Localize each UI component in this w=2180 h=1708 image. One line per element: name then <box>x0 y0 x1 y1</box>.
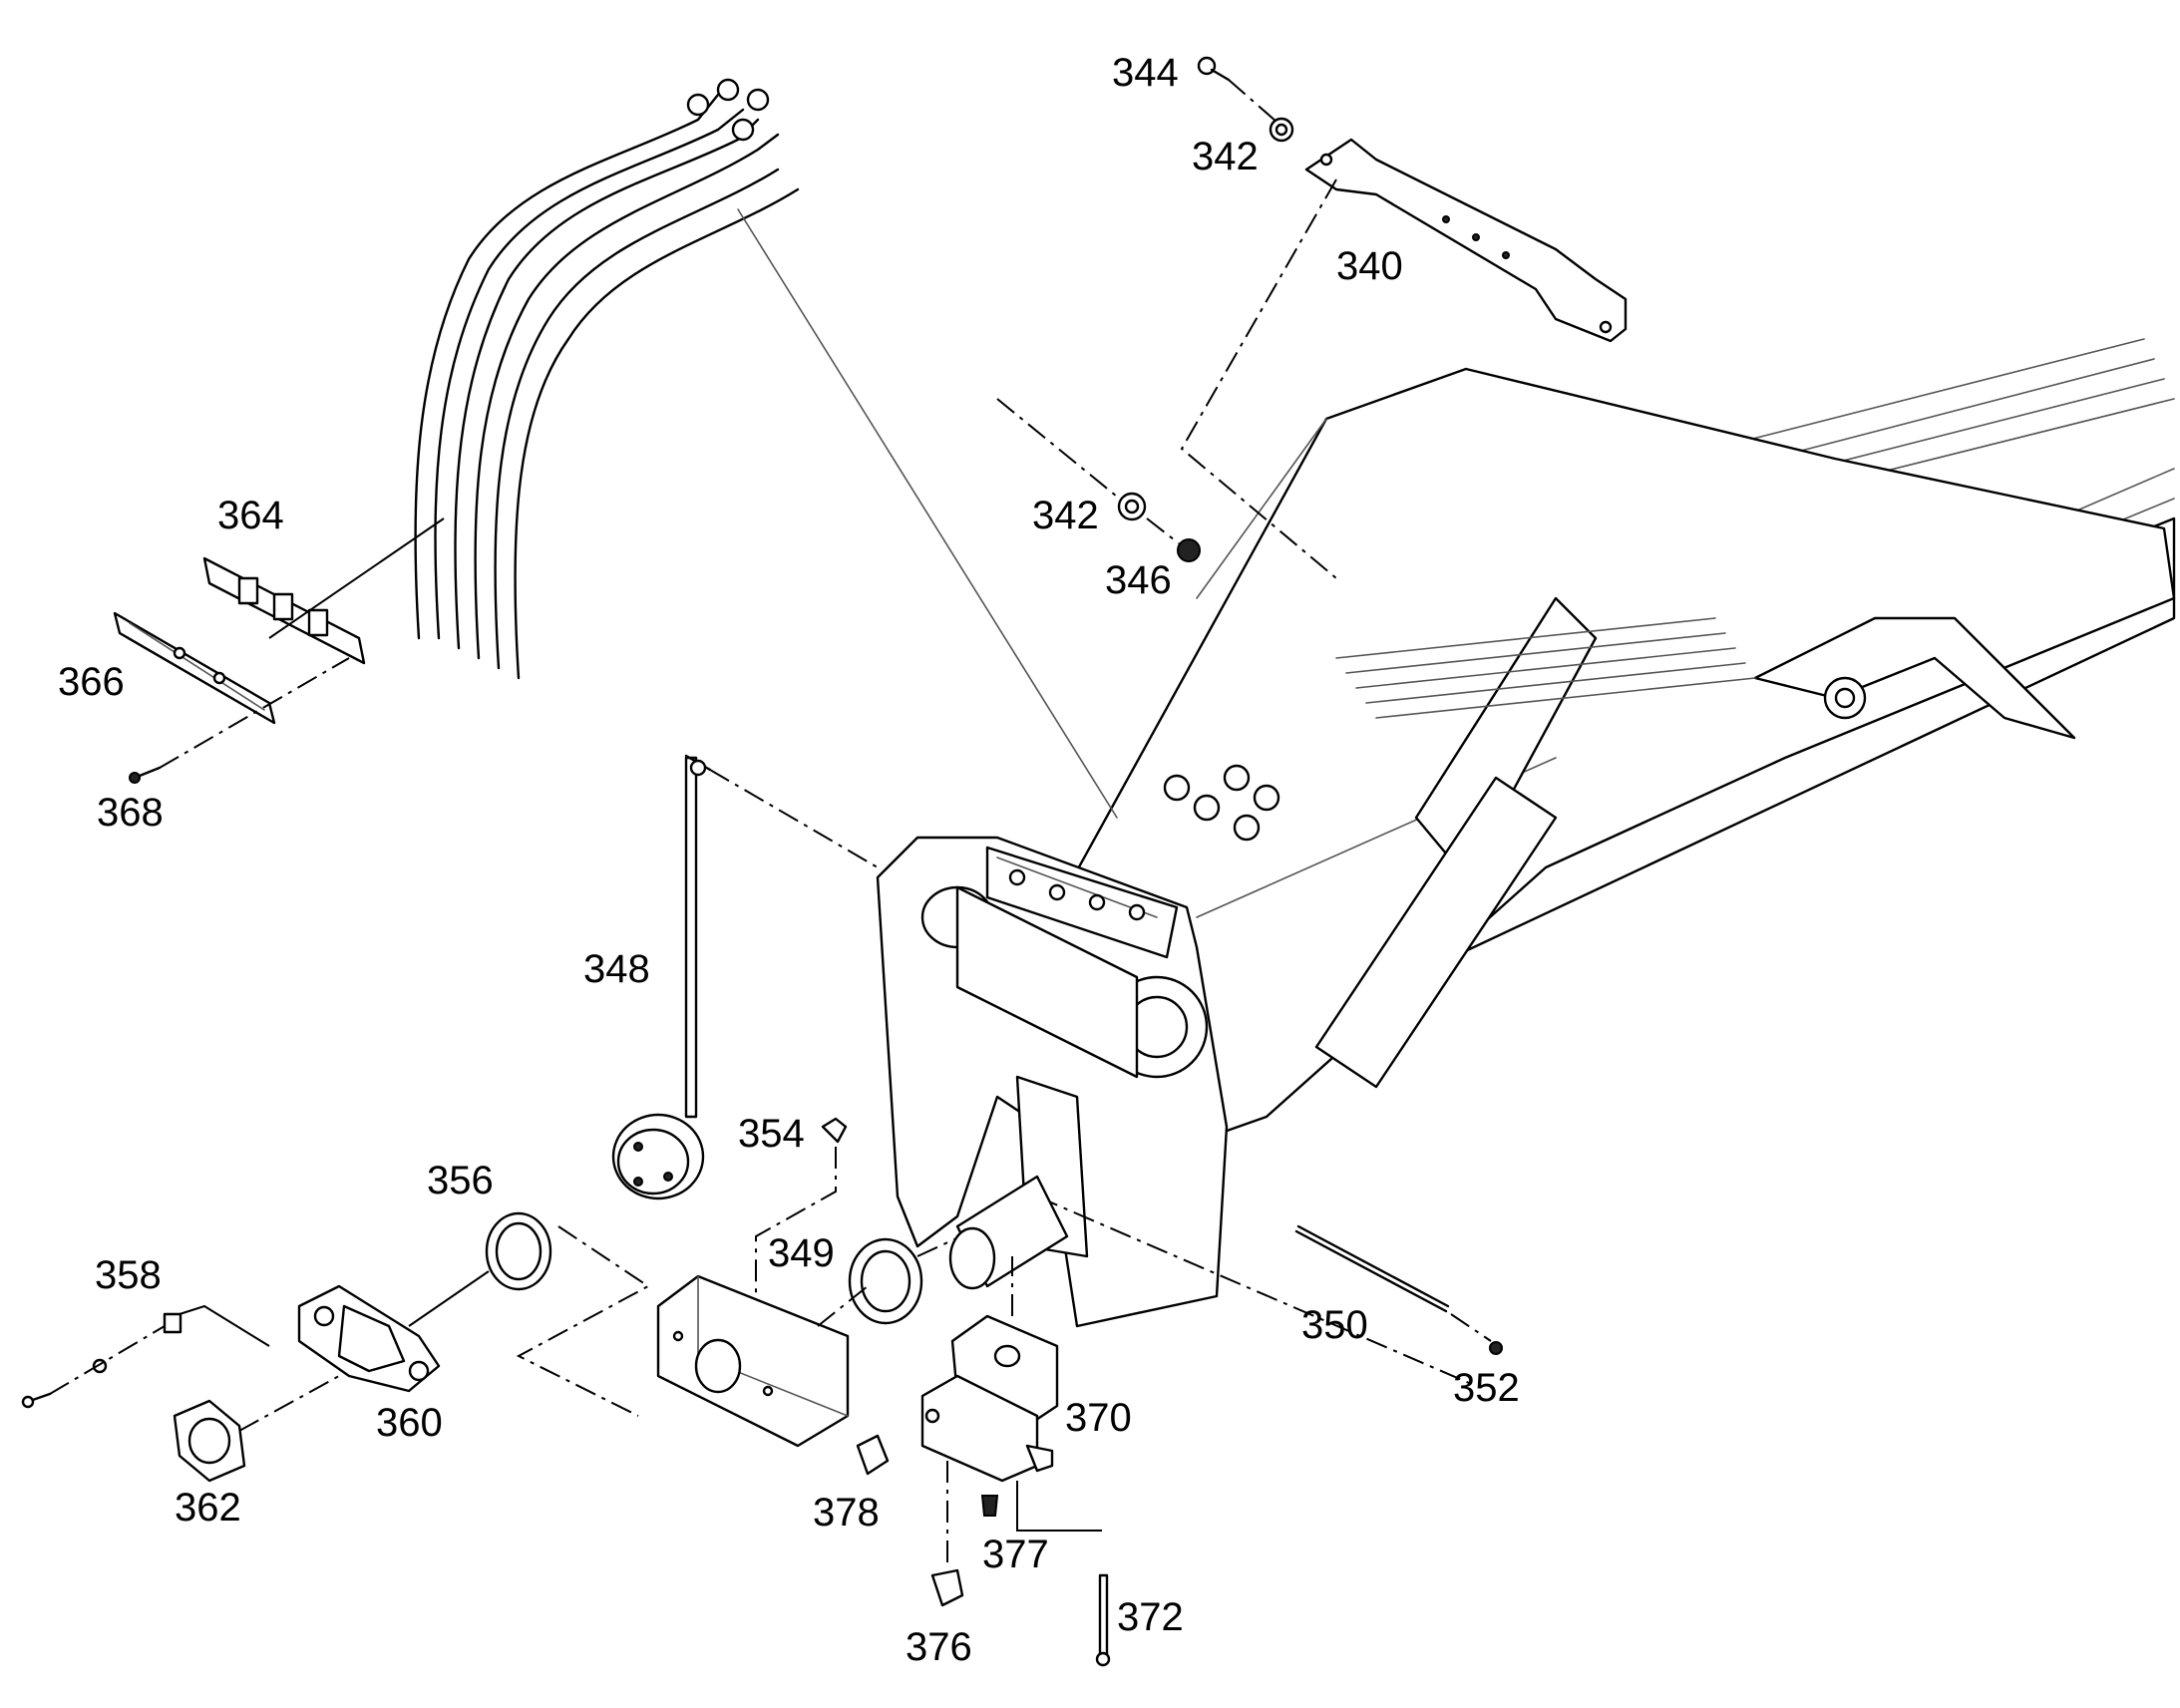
callout-344: 344 <box>1112 51 1179 95</box>
washer-342-top <box>1269 117 1294 143</box>
sensor-348 <box>611 754 712 1200</box>
hose-bundle <box>414 78 1118 819</box>
hose-clamp-366 <box>113 611 276 725</box>
callout-356: 356 <box>427 1159 494 1202</box>
callout-358: 358 <box>95 1253 162 1297</box>
hose-clamp-364 <box>202 556 366 665</box>
bolt-358 <box>21 1312 182 1409</box>
bolt-344 <box>1197 56 1231 82</box>
callout-350: 350 <box>1301 1303 1368 1347</box>
fitting-377 <box>980 1495 999 1517</box>
callout-348: 348 <box>583 947 650 991</box>
fitting-376 <box>930 1568 964 1607</box>
boom-yoke <box>876 836 1229 1328</box>
valve-block-370 <box>920 1314 1059 1483</box>
screw-352 <box>1489 1341 1503 1355</box>
bushing <box>948 1175 1069 1290</box>
callout-368: 368 <box>97 791 164 835</box>
callout-346: 346 <box>1105 558 1172 602</box>
bolt-372 <box>1095 1573 1111 1667</box>
callout-378: 378 <box>813 1491 880 1535</box>
seal-349 <box>848 1237 923 1325</box>
callout-349: 349 <box>768 1231 835 1275</box>
callout-364: 364 <box>217 494 284 537</box>
callout-362: 362 <box>175 1486 241 1530</box>
boom-arm <box>1005 338 2176 1179</box>
callout-370: 370 <box>1065 1396 1132 1440</box>
callout-377: 377 <box>982 1533 1049 1576</box>
callout-342-top: 342 <box>1192 135 1259 178</box>
fitting-354 <box>821 1117 848 1144</box>
flange-360 <box>297 1284 441 1393</box>
bracket-340 <box>1304 138 1628 343</box>
callout-372: 372 <box>1117 1595 1184 1639</box>
mounting-block <box>656 1274 850 1448</box>
callout-342-lower: 342 <box>1032 494 1099 537</box>
pin-350 <box>1294 1224 1450 1313</box>
callout-376: 376 <box>906 1625 972 1669</box>
nut-346 <box>1177 538 1201 562</box>
ring-356 <box>485 1211 552 1291</box>
nut-362 <box>173 1399 246 1483</box>
callout-366: 366 <box>58 660 125 704</box>
screw-368 <box>129 766 162 784</box>
callout-340: 340 <box>1336 244 1403 288</box>
washer-342-lower <box>1117 492 1147 521</box>
callout-354: 354 <box>738 1112 805 1156</box>
callout-360: 360 <box>376 1401 443 1445</box>
callout-352: 352 <box>1453 1366 1520 1410</box>
fitting-378 <box>856 1434 890 1476</box>
